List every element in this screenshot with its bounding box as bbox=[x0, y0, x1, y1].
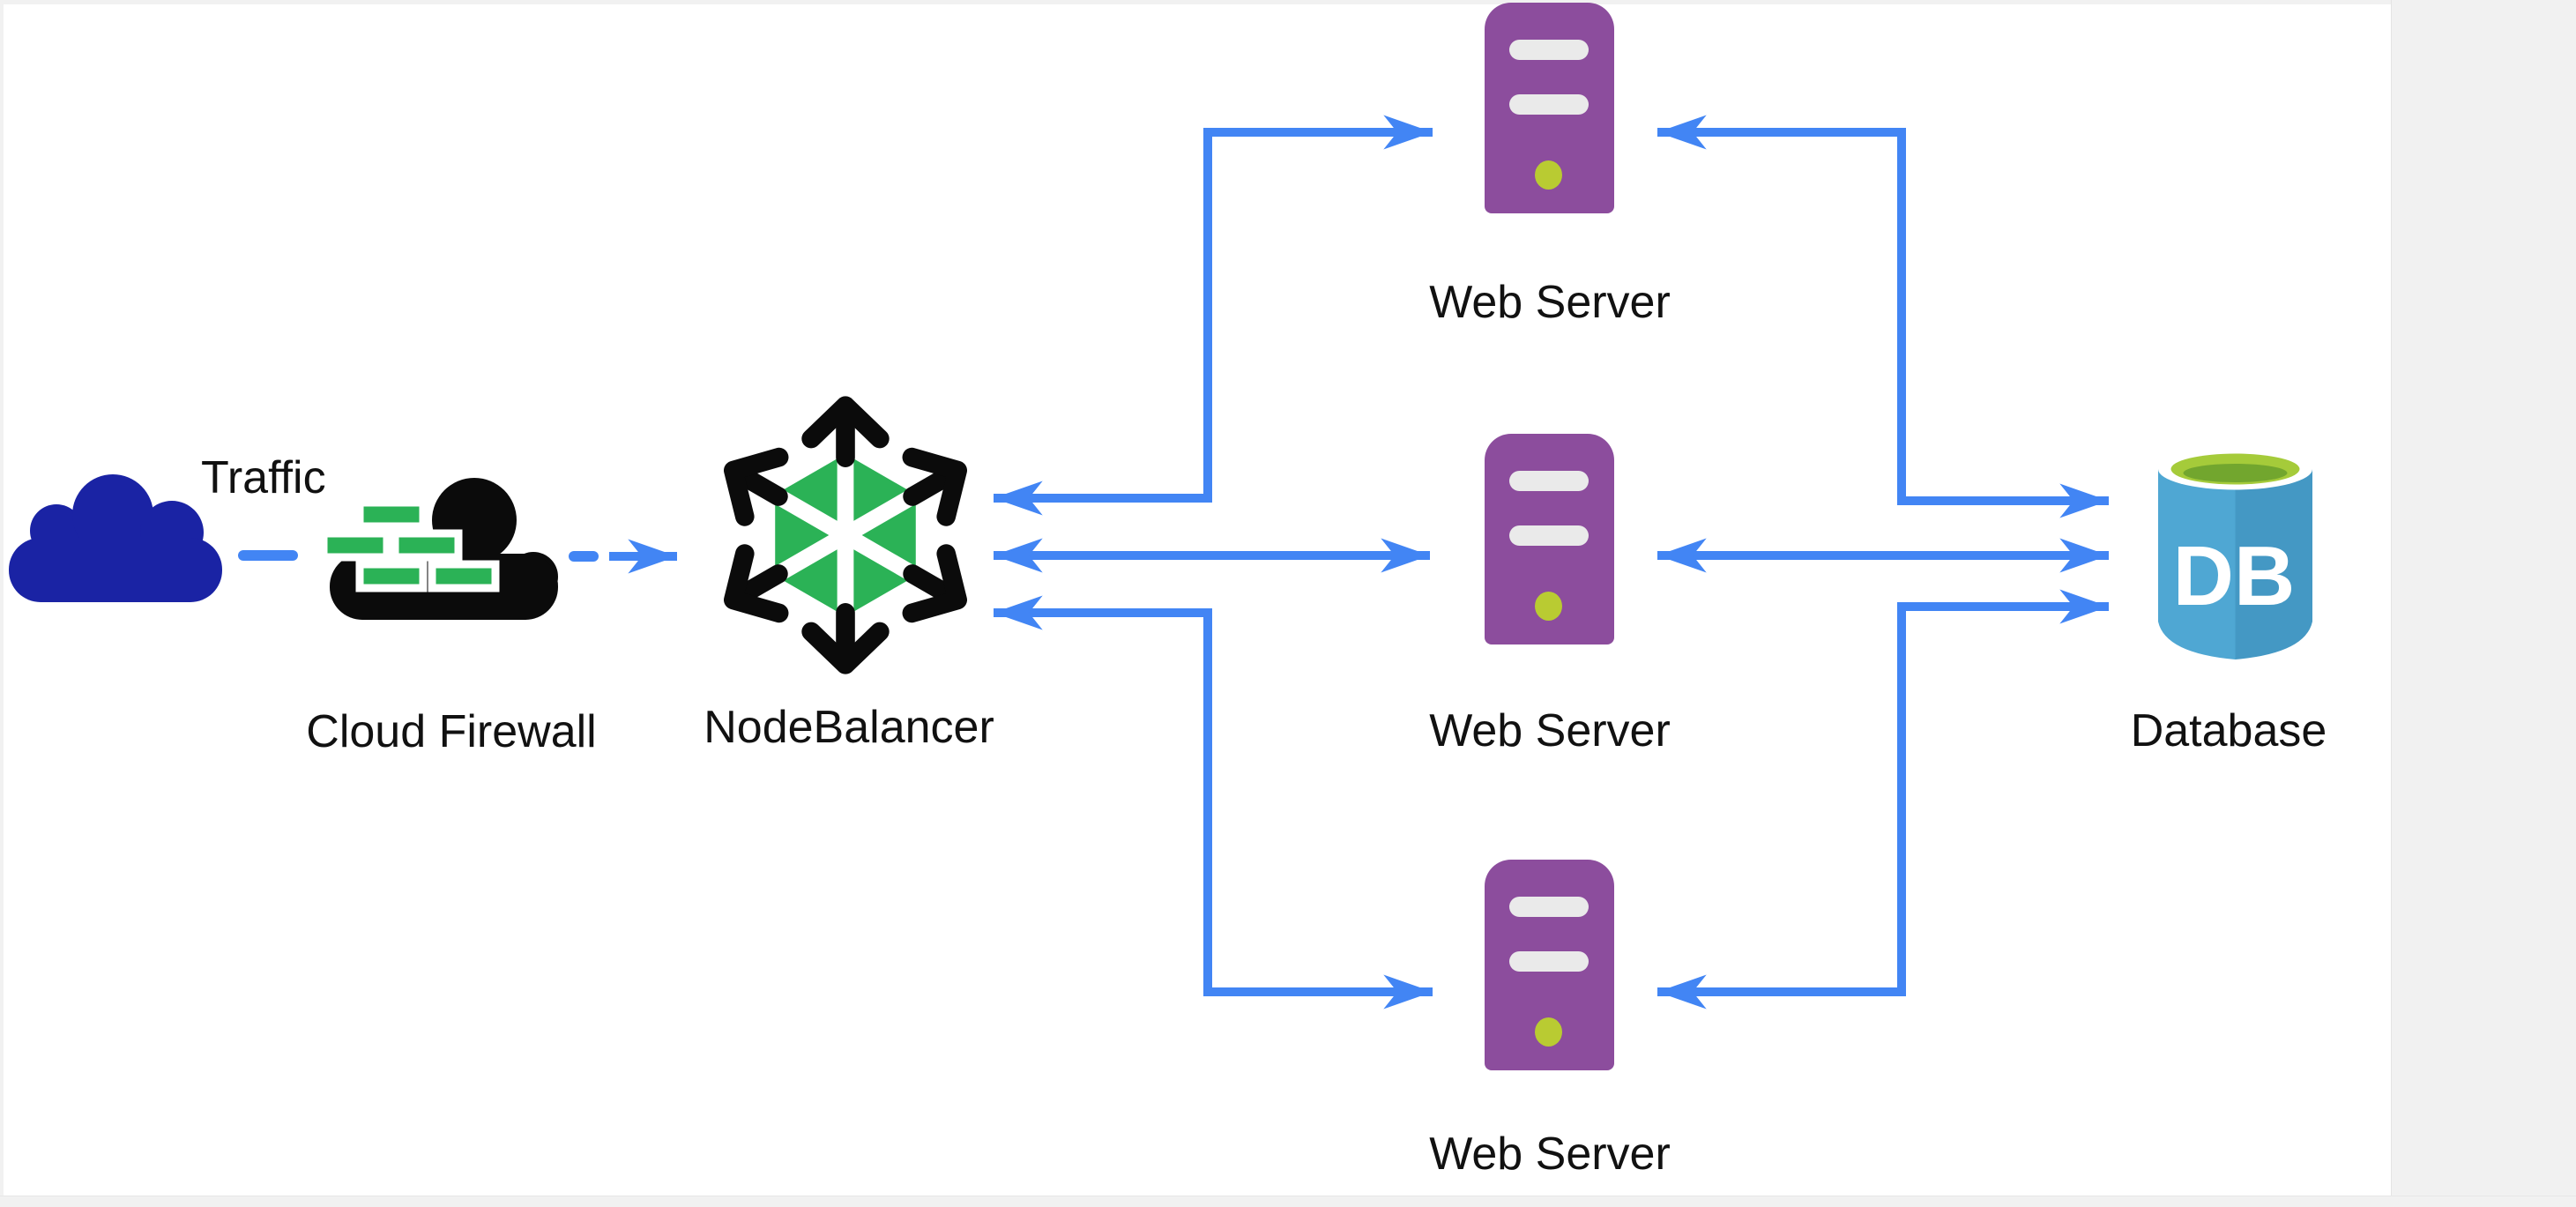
server-slot bbox=[1509, 40, 1589, 60]
db-body-right bbox=[2235, 469, 2312, 659]
edge-nodebalancer-webserver1 bbox=[993, 115, 1433, 516]
server-slot bbox=[1509, 951, 1589, 972]
nodebalancer-spokes bbox=[771, 453, 920, 617]
edge-nodebalancer-webserver3 bbox=[993, 595, 1433, 1010]
server-tower-icon bbox=[1485, 3, 1614, 213]
traffic-label: Traffic bbox=[201, 452, 326, 503]
webserver2-label: Web Server bbox=[1429, 705, 1671, 756]
server-slot bbox=[1509, 471, 1589, 491]
server-slot bbox=[1509, 897, 1589, 917]
cloud-shape bbox=[9, 474, 222, 602]
firewall-bricks bbox=[319, 498, 500, 592]
bottom-gutter bbox=[0, 1196, 2576, 1207]
nodebalancer-out-arrows bbox=[723, 396, 968, 674]
server-led bbox=[1535, 160, 1562, 190]
webserver3-label: Web Server bbox=[1429, 1129, 1671, 1180]
cloud-icon bbox=[9, 474, 222, 602]
db-top-shadow bbox=[2183, 464, 2288, 482]
webserver1-label: Web Server bbox=[1429, 277, 1671, 328]
edge-webserver3-database bbox=[1657, 589, 2109, 1010]
server-slot bbox=[1509, 525, 1589, 546]
nodebalancer-hexagon-icon bbox=[723, 396, 968, 674]
server-tower-icon bbox=[1485, 860, 1614, 1070]
db-body-left bbox=[2158, 469, 2236, 659]
edge-webserver1-database bbox=[1657, 115, 2109, 518]
cloud-firewall-label: Cloud Firewall bbox=[306, 706, 597, 757]
db-badge: DB bbox=[2173, 529, 2296, 623]
server-slot bbox=[1509, 94, 1589, 115]
database-label: Database bbox=[2130, 705, 2327, 756]
firewall-cloud-icon bbox=[319, 478, 558, 620]
database-cylinder-icon: DB bbox=[2158, 448, 2312, 659]
server-tower-icon bbox=[1485, 434, 1614, 644]
nodebalancer-label: NodeBalancer bbox=[704, 702, 994, 753]
server-led bbox=[1535, 1017, 1562, 1047]
server-led bbox=[1535, 592, 1562, 621]
right-gutter bbox=[2391, 0, 2576, 1206]
